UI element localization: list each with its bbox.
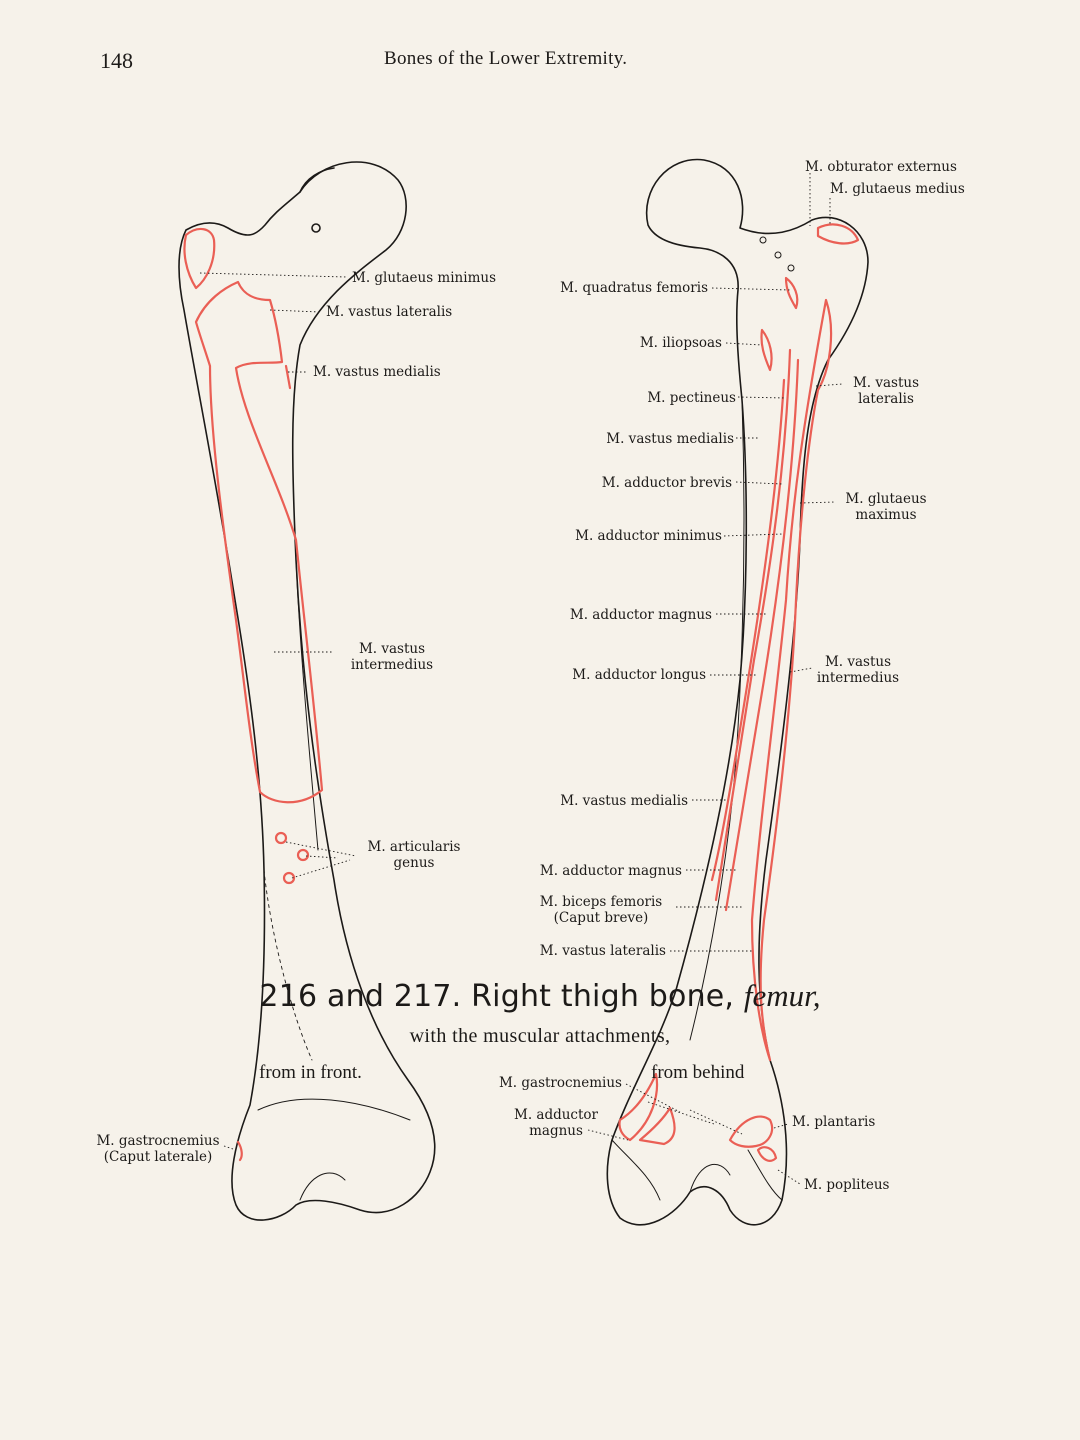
label-front-glutaeus-minimus: M. glutaeus minimus — [352, 270, 496, 286]
front-glutaeus-minimus-area — [183, 227, 216, 290]
back-intercondylar-notch — [689, 1164, 731, 1193]
label-front-vastus-lateralis: M. vastus lateralis — [326, 304, 453, 320]
back-popliteus-area — [756, 1146, 778, 1162]
front-condyle-line — [257, 1098, 411, 1121]
label-back-vastus-intermedius-line2: intermedius — [816, 670, 900, 686]
label-back-popliteus: M. popliteus — [804, 1177, 890, 1193]
label-back-adductor-magnus-lower: M. adductor magnus — [539, 863, 682, 879]
back-vastus-lateralis-area — [750, 298, 833, 1062]
caption-subtitle: with the muscular attachments, — [409, 1025, 671, 1047]
label-front-articularis-genus-line1: M. articularis — [367, 839, 461, 855]
label-back-adductor-magnus-distal-line2: magnus — [529, 1123, 583, 1139]
back-plantaris-area — [728, 1115, 774, 1148]
front-femur-outline — [178, 161, 436, 1221]
label-back-vastus-lateralis-lower: M. vastus lateralis — [539, 943, 666, 959]
label-front-gastrocnemius-line1: M. gastrocnemius — [96, 1133, 220, 1149]
label-back-adductor-minimus: M. adductor minimus — [575, 528, 722, 544]
label-back-adductor-longus: M. adductor longus — [572, 667, 706, 683]
label-back-glutaeus-medius: M. glutaeus medius — [830, 181, 965, 197]
label-back-iliopsoas: M. iliopsoas — [639, 335, 722, 351]
running-head: Bones of the Lower Extremity. — [384, 48, 628, 69]
back-medial-condyle — [611, 1139, 661, 1201]
label-front-vastus-intermedius-line1: M. vastus — [358, 641, 426, 657]
label-back-obturator-externus: M. obturator externus — [805, 159, 957, 175]
label-back-adductor-brevis: M. adductor brevis — [601, 475, 732, 491]
front-fovea — [311, 223, 321, 233]
back-femur-outline — [606, 158, 869, 1226]
label-back-biceps-femoris-line1: M. biceps femoris — [539, 894, 663, 910]
back-iliopsoas-area — [760, 328, 773, 372]
front-vastus-medialis-area — [284, 364, 292, 390]
label-front-vastus-medialis: M. vastus medialis — [313, 364, 441, 380]
back-adductor-magnus-lines — [710, 348, 800, 912]
back-gastrocnemius-area — [618, 1072, 658, 1142]
label-back-gastrocnemius: M. gastrocnemius — [498, 1075, 622, 1091]
label-back-vastus-intermedius-line1: M. vastus — [824, 654, 892, 670]
front-gastrocnemius-area — [236, 1140, 243, 1162]
front-shaft-line — [295, 559, 319, 851]
back-glutaeus-medius-area — [816, 223, 860, 245]
back-trochanteric-fossa — [759, 236, 795, 272]
label-back-vastus-intermedius: M. vastus intermedius — [808, 654, 908, 686]
label-front-vastus-intermedius: M. vastus intermedius — [324, 641, 460, 673]
label-front-gastrocnemius-line2: (Caput laterale) — [103, 1149, 213, 1165]
label-back-biceps-femoris: M. biceps femoris (Caput breve) — [526, 894, 676, 926]
front-articularis-genus-1 — [274, 831, 288, 845]
label-front-gastrocnemius: M. gastrocnemius (Caput laterale) — [86, 1133, 230, 1165]
front-femur-head-edge — [299, 167, 335, 193]
label-back-vastus-medialis-lower: M. vastus medialis — [560, 793, 688, 809]
label-back-glutaeus-maximus-line1: M. glutaeus — [845, 491, 927, 507]
front-articularis-genus-2 — [296, 848, 310, 862]
label-back-vastus-lateralis: M. vastus lateralis — [836, 375, 936, 407]
label-front-articularis-genus: M. articularis genus — [350, 839, 478, 871]
label-back-vastus-medialis-upper: M. vastus medialis — [606, 431, 734, 447]
back-quadratus-femoris-area — [784, 276, 799, 310]
label-back-vastus-lateralis-line1: M. vastus — [852, 375, 920, 391]
label-front-vastus-intermedius-line2: intermedius — [350, 657, 434, 673]
label-front-articularis-genus-line2: genus — [393, 855, 435, 871]
caption-title-italic: femur, — [743, 978, 821, 1013]
back-adductor-magnus-distal-area — [638, 1106, 676, 1146]
caption-title: 216 and 217. Right thigh bone, femur, — [0, 978, 1080, 1014]
label-back-biceps-femoris-line2: (Caput breve) — [553, 910, 649, 926]
label-back-plantaris: M. plantaris — [792, 1114, 876, 1130]
back-lateral-condyle — [747, 1149, 783, 1201]
label-back-quadratus-femoris: M. quadratus femoris — [560, 280, 708, 296]
front-shaft-shade — [263, 869, 313, 1061]
label-back-adductor-magnus-upper: M. adductor magnus — [569, 607, 712, 623]
front-articularis-genus-3 — [282, 871, 296, 885]
page-number: 148 — [100, 48, 133, 73]
label-back-adductor-magnus-distal: M. adductor magnus — [496, 1107, 616, 1139]
label-back-glutaeus-maximus: M. glutaeus maximus — [836, 491, 936, 523]
caption-title-text: 216 and 217. Right thigh bone, — [259, 979, 735, 1014]
caption-view-front: from in front. — [259, 1062, 362, 1083]
front-vastus-lateralis-area — [194, 280, 324, 804]
label-back-glutaeus-maximus-line2: maximus — [855, 507, 917, 523]
label-back-adductor-magnus-distal-line1: M. adductor — [514, 1107, 598, 1123]
leader-lines — [199, 173, 843, 1185]
label-back-vastus-lateralis-line2: lateralis — [858, 391, 914, 407]
caption-view-back: from behind — [651, 1062, 745, 1083]
front-patellar-groove — [299, 1172, 346, 1201]
label-back-pectineus: M. pectineus — [647, 390, 736, 406]
